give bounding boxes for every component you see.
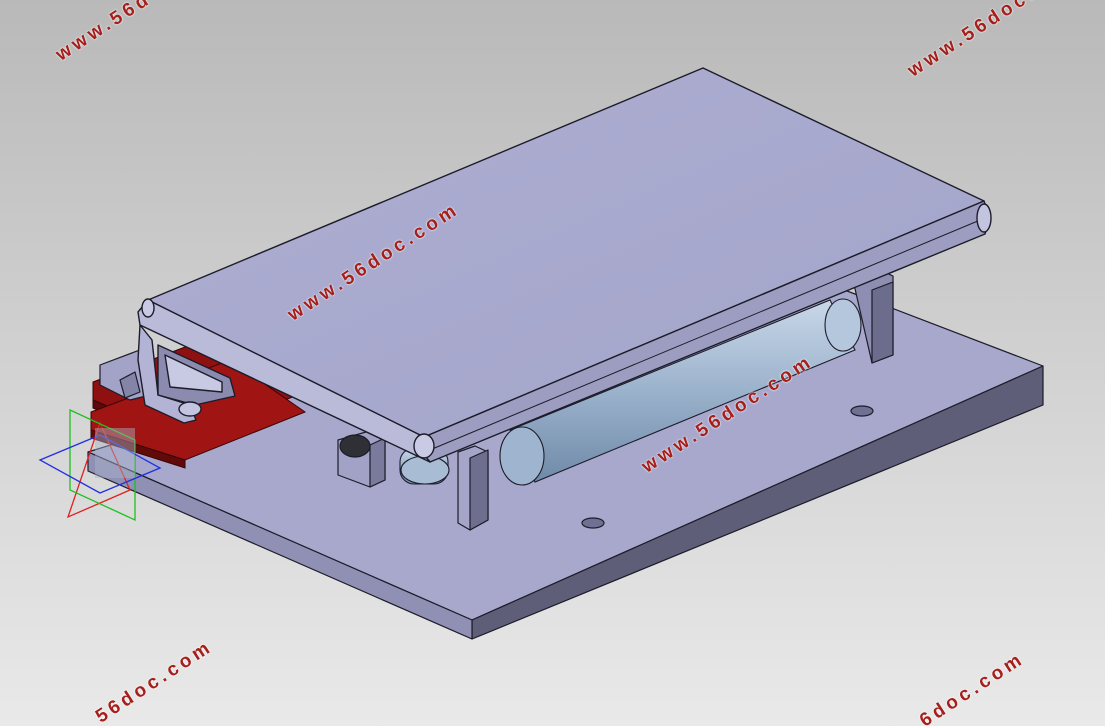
axis-plane-z [38,434,162,494]
base-plate-left-face [87,451,473,640]
mounting-hole[interactable] [850,405,874,417]
front-support-post[interactable] [457,445,489,531]
front-support-block[interactable] [337,429,386,488]
axis-plane-y [69,408,136,522]
roller-cylinder[interactable] [499,298,862,486]
top-plate-hook [137,324,197,424]
mounting-hole[interactable] [581,517,605,529]
top-plate[interactable] [137,67,992,463]
axis-triad[interactable] [38,408,162,522]
